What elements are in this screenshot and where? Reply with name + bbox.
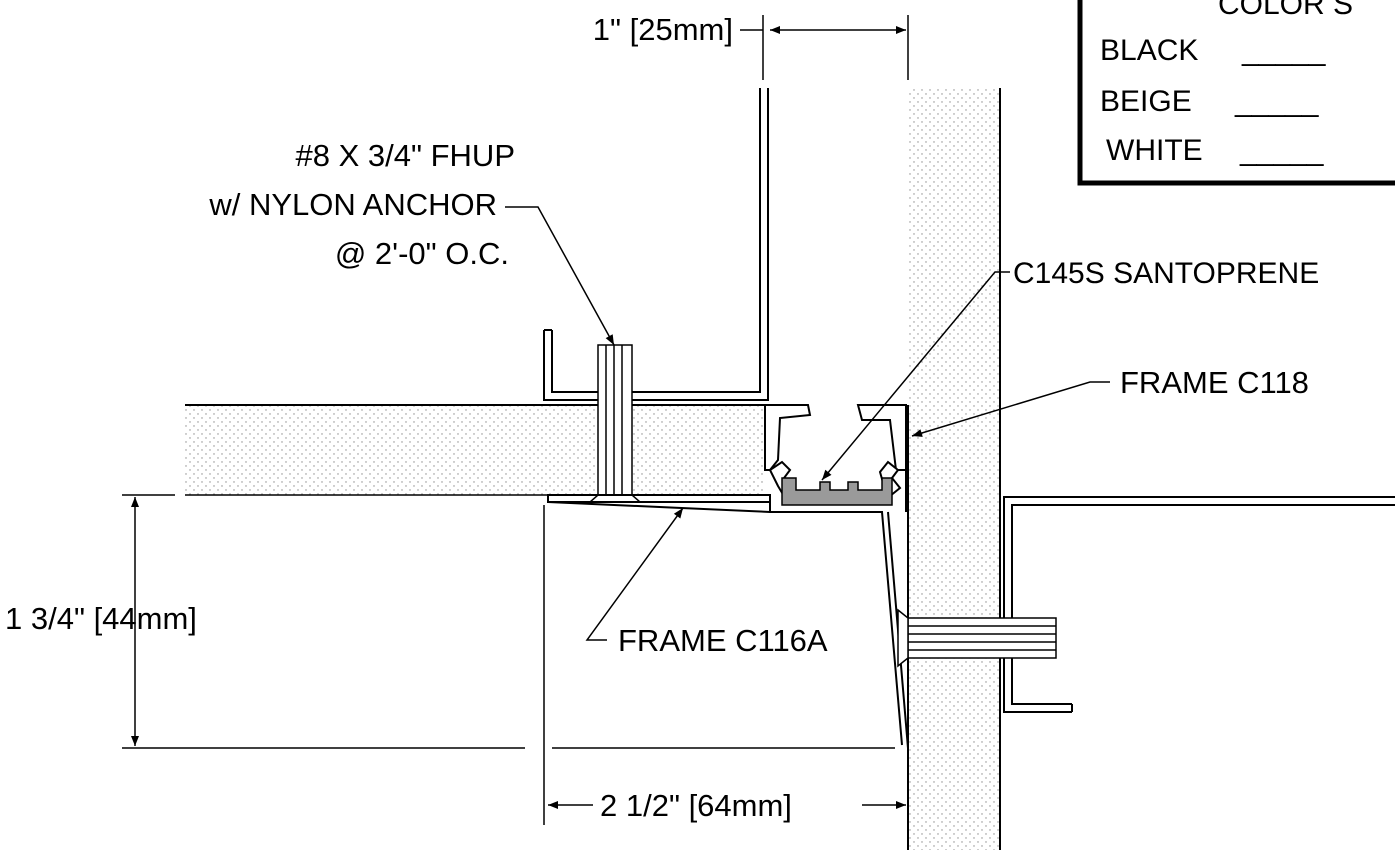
dimension-left: 1 3/4" [44mm] — [5, 494, 895, 749]
santoprene-callout: C145S SANTOPRENE — [821, 257, 1319, 481]
wall-section — [907, 88, 1001, 850]
color-name-beige: BEIGE — [1100, 85, 1192, 118]
color-blank-beige: _____ — [1234, 85, 1320, 118]
dim-bottom-label: 2 1/2" [64mm] — [600, 788, 792, 823]
wall-anchor — [897, 608, 1057, 668]
frame-c116a-callout: FRAME C116A — [585, 507, 828, 658]
color-blank-black: _____ — [1241, 34, 1327, 67]
screw-label-line2: w/ NYLON ANCHOR — [208, 187, 497, 222]
frame-c118-label: FRAME C118 — [1120, 365, 1309, 400]
screw-label-line1: #8 X 3/4" FHUP — [296, 138, 515, 173]
santoprene-label: C145S SANTOPRENE — [1013, 257, 1319, 290]
ceiling-panel — [185, 404, 765, 496]
dimension-bottom: 2 1/2" [64mm] — [543, 505, 906, 825]
screw-label-line3: @ 2'-0" O.C. — [335, 236, 509, 271]
right-steel-channel — [1003, 496, 1395, 713]
santoprene-gasket — [781, 477, 893, 506]
color-name-white: WHITE — [1106, 134, 1203, 167]
frame-c116a-profile — [547, 494, 909, 749]
screw-anchor — [588, 344, 642, 503]
dimension-top: 1" [25mm] — [593, 12, 909, 80]
dim-left-label: 1 3/4" [44mm] — [5, 601, 197, 636]
frame-c118-callout: FRAME C118 — [911, 365, 1309, 437]
color-blank-white: _____ — [1239, 134, 1325, 167]
frame-c116a-label: FRAME C116A — [618, 623, 828, 658]
screw-callout: #8 X 3/4" FHUP w/ NYLON ANCHOR @ 2'-0" O… — [208, 138, 615, 346]
dim-top-label: 1" [25mm] — [593, 12, 733, 47]
steel-channel — [543, 88, 769, 401]
color-name-black: BLACK — [1100, 34, 1198, 67]
color-box-title: COLOR S — [1218, 0, 1353, 21]
color-selection-box: COLOR S BLACK _____ BEIGE _____ WHITE __… — [1077, 0, 1395, 186]
